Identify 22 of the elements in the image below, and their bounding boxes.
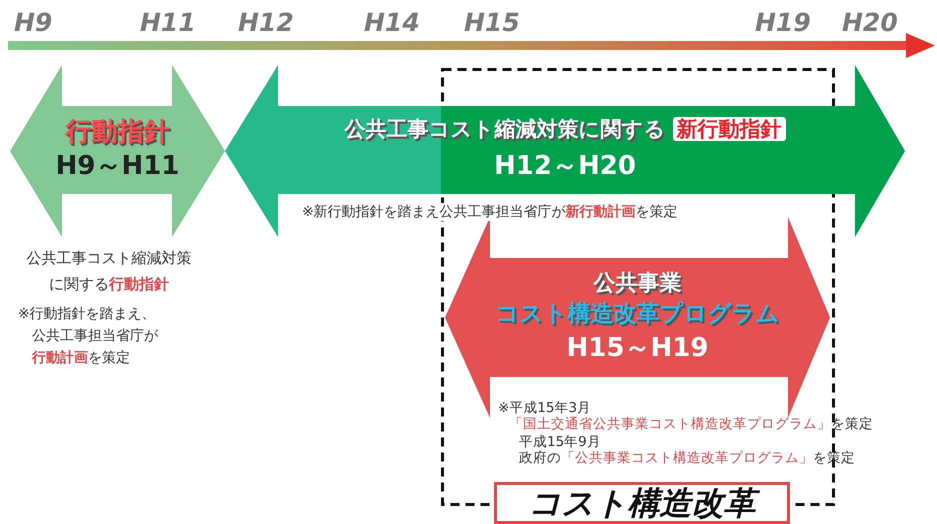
- note-text: ※平成15年3月: [498, 399, 592, 416]
- year-label: H20: [842, 8, 898, 37]
- year-label: H15: [464, 8, 520, 37]
- year-label: H19: [755, 8, 811, 37]
- year-label: H14: [364, 8, 420, 37]
- year-label: H9: [14, 8, 52, 37]
- arrow-title: 公共工事コスト縮減対策に関する 新行動指針: [225, 117, 905, 142]
- period-label: H9～H11: [54, 151, 180, 181]
- note-text: ※行動指針を踏まえ、公共工事担当省庁が行動計画を策定: [18, 305, 159, 368]
- period-label: H12～H20: [493, 151, 637, 181]
- arrow-title: 公共事業: [592, 271, 682, 297]
- arrow-title: 行動指針: [64, 117, 170, 147]
- note-text: 政府の「公共事業コスト構造改革プログラム」を策定: [519, 449, 855, 467]
- note-text: 平成15年9月: [519, 433, 601, 450]
- description-text: 公共工事コスト縮減対策に関する行動指針: [26, 248, 192, 295]
- period-label: H15～H19: [566, 333, 710, 363]
- arrow-subtitle: コスト構造改革プログラム: [494, 301, 780, 328]
- note-text: ※新行動指針を踏まえ公共工事担当省庁が新行動計画を策定: [300, 203, 680, 221]
- year-label: H12: [238, 8, 294, 37]
- year-label: H11: [140, 8, 196, 37]
- note-text: 「国土交通省公共事業コスト構造改革プログラム」を策定: [509, 415, 873, 433]
- frame-heading: コスト構造改革: [494, 482, 790, 524]
